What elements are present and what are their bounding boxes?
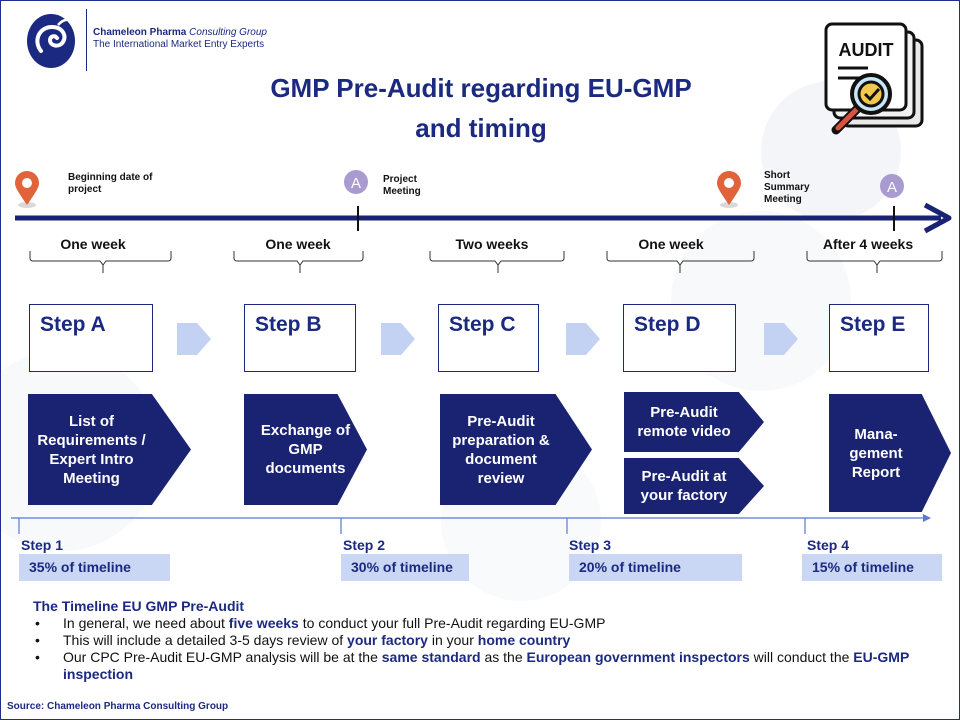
chevron-right-icon (566, 323, 600, 355)
phase-label: Step 3 (569, 537, 612, 553)
chevron-right-icon (764, 323, 798, 355)
letter-a-badge-icon: A (344, 170, 368, 194)
step-b-description: Exchange of GMP documents (244, 394, 367, 505)
step-c-description: Pre-Audit preparation & document review (440, 394, 592, 505)
phase-share: 15% of timeline (802, 554, 942, 581)
chevron-right-icon (381, 323, 415, 355)
badge-letter: A (351, 175, 361, 192)
info-list: In general, we need about five weeks to … (33, 615, 933, 683)
logo-divider (86, 9, 87, 71)
info-bullet: In general, we need about five weeks to … (35, 615, 933, 632)
info-heading: The Timeline EU GMP Pre-Audit (33, 598, 245, 614)
step-a-box: Step A (29, 304, 153, 372)
phase-share: 35% of timeline (19, 554, 170, 581)
duration-braces (29, 251, 943, 273)
duration-label: One week (265, 236, 331, 252)
duration-label: One week (638, 236, 704, 252)
timeline-label-summary-meeting: Short Summary Meeting (764, 170, 810, 205)
phase-share: 20% of timeline (569, 554, 742, 581)
timeline-info: The Timeline EU GMP Pre-Audit In general… (33, 598, 933, 683)
source-note: Source: Chameleon Pharma Consulting Grou… (7, 701, 229, 712)
phase-label: Step 1 (21, 537, 64, 553)
info-bullet: Our CPC Pre-Audit EU-GMP analysis will b… (35, 649, 933, 683)
step-b-box: Step B (244, 304, 356, 372)
duration-label: After 4 weeks (822, 236, 914, 252)
step-e-box: Step E (829, 304, 929, 372)
audit-document-icon: AUDIT (824, 22, 924, 135)
duration-label: Two weeks (455, 236, 529, 252)
timeline-label-beginning: Beginning date of project (68, 172, 153, 195)
map-pin-icon (717, 171, 741, 208)
step-d-description-remote: Pre-Audit remote video (624, 392, 764, 452)
chevron-right-icon (177, 323, 211, 355)
chameleon-logo-icon (27, 14, 75, 68)
phase-timeline (11, 514, 931, 534)
step-c-box: Step C (438, 304, 539, 372)
step-e-description: Mana-gement Report (829, 394, 951, 512)
step-a-description: List of Requirements / Expert Intro Meet… (28, 394, 191, 505)
audit-badge-text: AUDIT (839, 40, 894, 60)
page-title-line-1: GMP Pre-Audit regarding EU-GMP (270, 73, 692, 103)
page-title-line-2: and timing (415, 113, 547, 143)
timeline-arrowhead-icon (923, 202, 952, 234)
badge-letter: A (887, 179, 897, 196)
step-connectors (177, 323, 798, 355)
step-d-box: Step D (623, 304, 736, 372)
phase-arrowhead-icon (923, 514, 931, 522)
info-bullet: This will include a detailed 3-5 days re… (35, 632, 933, 649)
phase-label: Step 4 (807, 537, 850, 553)
phase-share: 30% of timeline (341, 554, 469, 581)
phase-label: Step 2 (343, 537, 386, 553)
company-name: Chameleon Pharma Consulting Group (93, 27, 267, 38)
letter-a-badge-icon: A (880, 174, 904, 198)
timeline: A A (15, 170, 952, 273)
company-tagline: The International Market Entry Experts (93, 39, 265, 50)
step-d-description-factory: Pre-Audit at your factory (624, 458, 764, 514)
map-pin-icon (15, 171, 39, 208)
company-info: Chameleon Pharma Consulting Group The In… (93, 27, 267, 51)
duration-label: One week (60, 236, 126, 252)
company-logo (25, 11, 81, 74)
timeline-label-project-meeting: Project Meeting (383, 174, 421, 197)
